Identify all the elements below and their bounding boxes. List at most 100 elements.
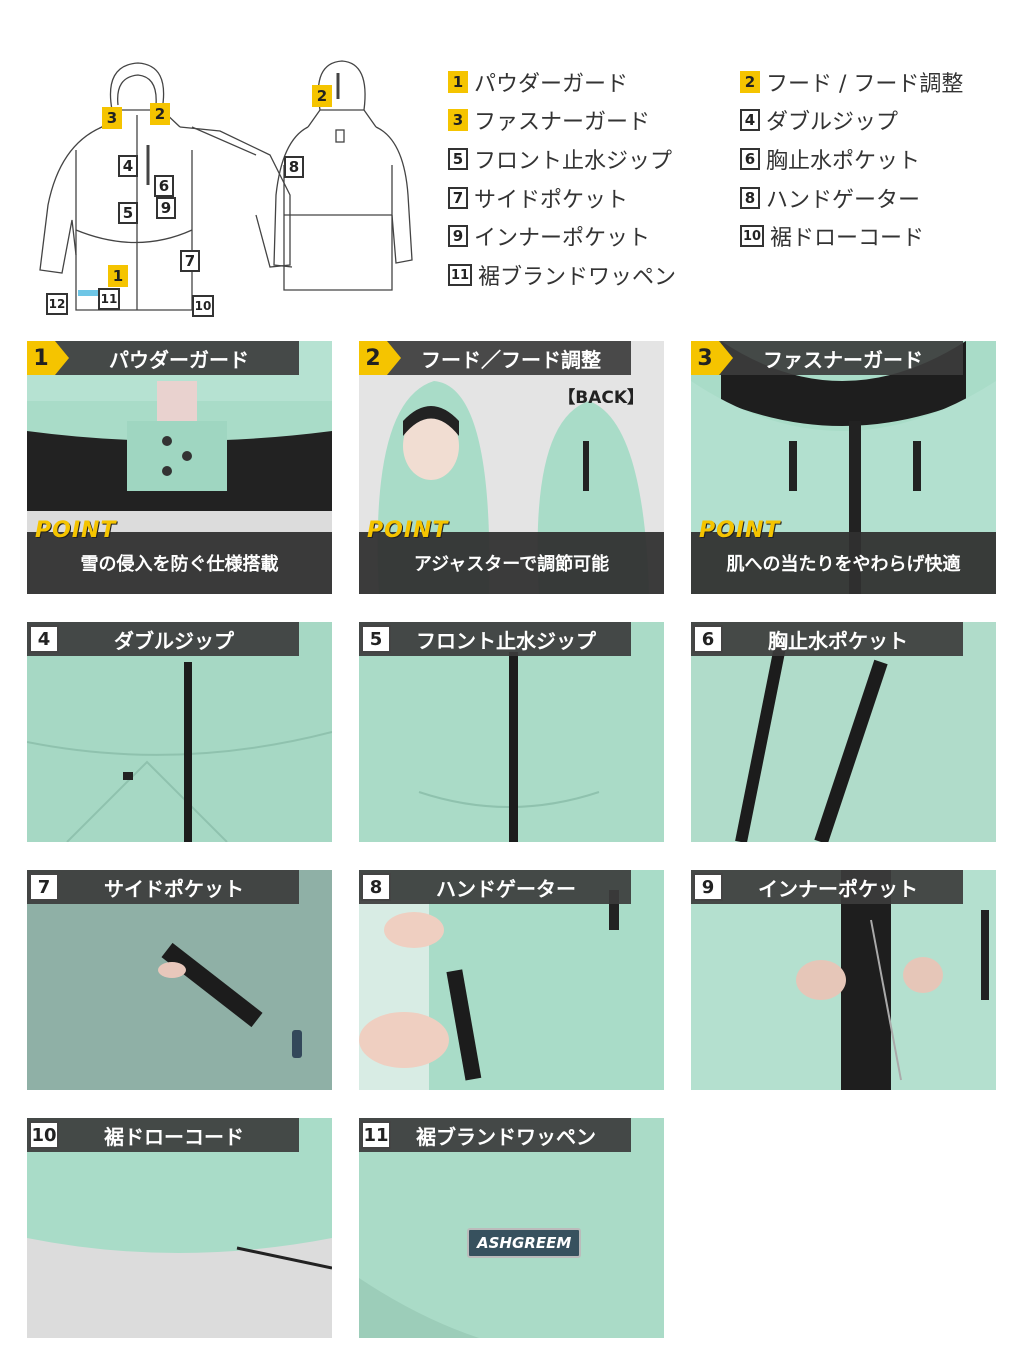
legend-number: 8	[740, 187, 760, 209]
legend-label: ダブルジップ	[766, 110, 899, 135]
legend-item-10: 10 裾ドローコード	[740, 220, 924, 252]
panel-title: パウダーガード	[109, 347, 249, 372]
point-description: 雪の侵入を防ぐ仕様搭載	[80, 554, 279, 575]
marker-12: 12	[46, 293, 68, 315]
marker-4: 4	[118, 155, 138, 177]
legend-item-8: 8 ハンドゲーター	[740, 182, 920, 214]
panel-header: 5 フロント止水ジップ	[359, 622, 631, 656]
point-label: POINT	[35, 518, 117, 543]
back-label: 【BACK】	[558, 388, 644, 408]
legend-number: 3	[448, 109, 468, 131]
marker-10: 10	[192, 295, 214, 317]
panel-number: 11	[361, 1121, 391, 1149]
legend-label: パウダーガード	[474, 72, 629, 97]
legend-item-1: 1 パウダーガード	[448, 66, 628, 98]
legend-label: 裾ドローコード	[770, 226, 925, 251]
panel-hood: 2 フード／フード調整 【BACK】 POINT アジャスターで調節可能	[359, 341, 664, 594]
front-zip-photo	[359, 622, 664, 842]
point-label: POINT	[699, 518, 781, 543]
legend-label: 胸止水ポケット	[766, 149, 921, 174]
panel-chest-pocket: 6 胸止水ポケット	[691, 622, 996, 842]
marker-11: 11	[98, 288, 120, 310]
legend-label: インナーポケット	[474, 226, 651, 251]
panel-header: 9 インナーポケット	[691, 870, 963, 904]
marker-2: 2	[150, 103, 170, 125]
inner-pocket-photo	[691, 870, 996, 1090]
hand-gaiter-photo	[359, 870, 664, 1090]
panel-header: 11 裾ブランドワッペン	[359, 1118, 631, 1152]
panel-hem-wappen: 11 裾ブランドワッペン ASHGREEM	[359, 1118, 664, 1338]
legend-label: ファスナーガード	[474, 110, 651, 135]
marker-1: 1	[108, 265, 128, 287]
panel-header: 3 ファスナーガード	[691, 341, 963, 375]
panel-number: 5	[361, 625, 391, 653]
jacket-diagram: 3 2 4 6 5 9 7 1 11 12 10 2 8	[20, 55, 420, 320]
marker-7: 7	[180, 250, 200, 272]
panel-number: 4	[29, 625, 59, 653]
point-bar: POINT 肌への当たりをやわらげ快適	[691, 518, 996, 594]
legend-label: フード / フード調整	[766, 72, 964, 97]
panel-powder-guard: 1 パウダーガード POINT 雪の侵入を防ぐ仕様搭載	[27, 341, 332, 594]
legend-item-9: 9 インナーポケット	[448, 220, 650, 252]
marker-9: 9	[156, 197, 176, 219]
point-description: 肌への当たりをやわらげ快適	[726, 554, 961, 575]
panel-header: 6 胸止水ポケット	[691, 622, 963, 656]
panel-hand-gaiter: 8 ハンドゲーター	[359, 870, 664, 1090]
panel-title: 裾ドローコード	[104, 1124, 244, 1149]
legend-number: 6	[740, 148, 760, 170]
panel-number: 3	[691, 341, 719, 375]
legend-item-3: 3 ファスナーガード	[448, 104, 650, 136]
marker-3: 3	[102, 107, 122, 129]
panel-title: ハンドゲーター	[436, 876, 576, 901]
panel-header: 2 フード／フード調整	[359, 341, 631, 375]
panel-number: 2	[359, 341, 387, 375]
chevron-right-icon	[719, 341, 733, 375]
marker-6: 6	[154, 175, 174, 197]
brand-logo: ASHGREEM	[467, 1228, 582, 1258]
marker-8: 8	[284, 156, 304, 178]
legend-number: 5	[448, 148, 468, 170]
panel-title: フロント止水ジップ	[416, 628, 596, 653]
legend-item-6: 6 胸止水ポケット	[740, 143, 920, 175]
legend-number: 2	[740, 71, 760, 93]
side-pocket-photo	[27, 870, 332, 1090]
legend-label: フロント止水ジップ	[474, 149, 673, 174]
point-description: アジャスターで調節可能	[413, 554, 610, 575]
legend-label: サイドポケット	[474, 188, 629, 213]
panel-number: 8	[361, 873, 391, 901]
panel-number: 1	[27, 341, 55, 375]
panel-double-zip: 4 ダブルジップ	[27, 622, 332, 842]
point-label: POINT	[367, 518, 449, 543]
legend-item-7: 7 サイドポケット	[448, 182, 628, 214]
panel-number: 6	[693, 625, 723, 653]
hem-drawcord-photo	[27, 1118, 332, 1338]
legend-item-5: 5 フロント止水ジップ	[448, 143, 672, 175]
panel-title: 裾ブランドワッペン	[416, 1124, 596, 1149]
legend-number: 7	[448, 187, 468, 209]
panel-number: 7	[29, 873, 59, 901]
panel-title: サイドポケット	[104, 876, 244, 901]
legend-label: ハンドゲーター	[766, 188, 921, 213]
legend-number: 4	[740, 109, 760, 131]
jacket-line-drawing	[39, 60, 413, 311]
legend-number: 10	[740, 225, 764, 247]
panel-header: 4 ダブルジップ	[27, 622, 299, 656]
panel-zipper-guard: 3 ファスナーガード POINT 肌への当たりをやわらげ快適	[691, 341, 996, 594]
panel-number: 9	[693, 873, 723, 901]
panel-header: 10 裾ドローコード	[27, 1118, 299, 1152]
legend-number: 11	[448, 264, 472, 286]
panel-title: 胸止水ポケット	[768, 628, 908, 653]
panel-side-pocket: 7 サイドポケット	[27, 870, 332, 1090]
legend-item-4: 4 ダブルジップ	[740, 104, 898, 136]
panel-front-zip: 5 フロント止水ジップ	[359, 622, 664, 842]
point-bar: POINT アジャスターで調節可能	[359, 518, 664, 594]
legend-number: 9	[448, 225, 468, 247]
legend-number: 1	[448, 71, 468, 93]
point-bar: POINT 雪の侵入を防ぐ仕様搭載	[27, 518, 332, 594]
panel-header: 7 サイドポケット	[27, 870, 299, 904]
panel-header: 8 ハンドゲーター	[359, 870, 631, 904]
chevron-right-icon	[55, 341, 69, 375]
double-zip-photo	[27, 622, 332, 842]
panel-hem-drawcord: 10 裾ドローコード	[27, 1118, 332, 1338]
